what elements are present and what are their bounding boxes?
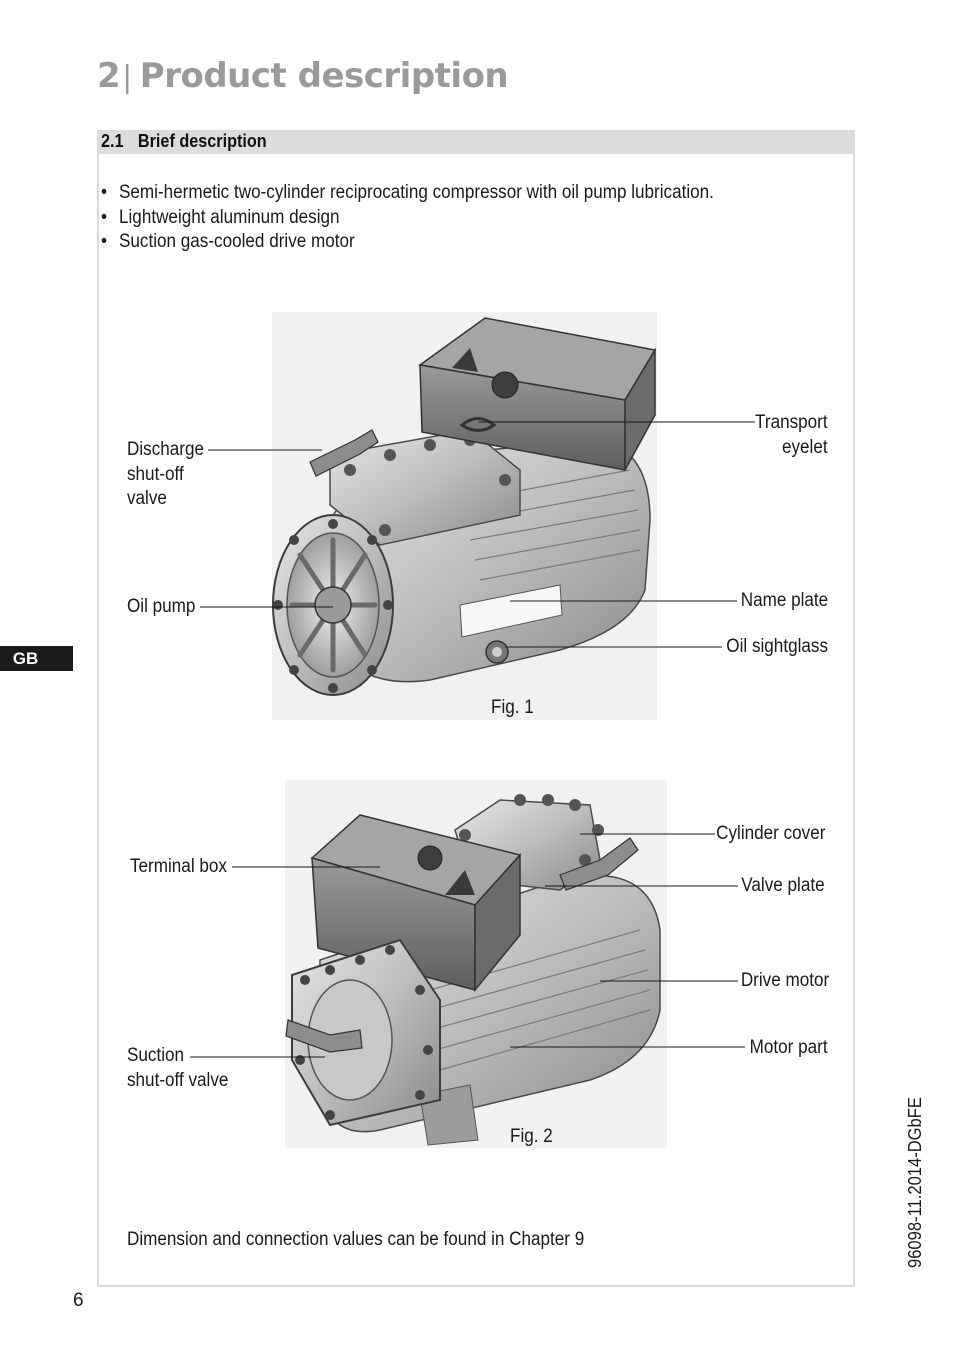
chapter-separator: | — [122, 60, 132, 95]
section-number: 2.1 — [101, 131, 124, 151]
label-oil-sightglass: Oil sightglass — [726, 636, 828, 657]
section-header-bar — [97, 130, 855, 154]
label-oil-pump: Oil pump — [127, 596, 196, 617]
list-item: •Suction gas-cooled drive motor — [101, 231, 355, 252]
section-heading: Brief description — [137, 131, 267, 151]
figure-1-leader-lines — [200, 421, 755, 648]
label-name-plate: Name plate — [740, 590, 828, 611]
figure-2-leader-lines — [190, 833, 745, 1058]
label-terminal-box: Terminal box — [130, 856, 227, 877]
chapter-heading: Product description — [139, 56, 509, 96]
section-title: 2.1 Brief description — [101, 131, 267, 152]
label-drive-motor: Drive motor — [740, 970, 829, 991]
feature-list: •Semi-hermetic two-cylinder reciprocatin… — [101, 181, 782, 255]
figure-1-drawing — [272, 312, 657, 720]
figure-1-caption: Fig. 1 — [491, 697, 534, 718]
footnote: Dimension and connection values can be f… — [127, 1229, 585, 1250]
chapter-number: 2 — [97, 56, 121, 96]
list-item: •Lightweight aluminum design — [101, 206, 340, 228]
label-discharge-shut-off-valve: Discharge shut-off valve — [127, 439, 204, 509]
label-suction-shut-off-valve: Suction shut-off valve — [127, 1045, 229, 1091]
label-cylinder-cover: Cylinder cover — [715, 823, 825, 844]
chapter-title: 2|Product description — [97, 56, 509, 96]
page-number: 6 — [73, 1290, 84, 1311]
label-valve-plate: Valve plate — [741, 875, 825, 896]
figure-2-drawing — [285, 780, 667, 1148]
list-item: •Semi-hermetic two-cylinder reciprocatin… — [101, 182, 714, 203]
document-code: 96098-11.2014-DGbFE — [905, 1097, 925, 1268]
figure-2-caption: Fig. 2 — [510, 1126, 553, 1147]
language-tab: GB — [0, 646, 73, 671]
label-motor-part: Motor part — [750, 1037, 828, 1058]
label-transport-eyelet: Transport eyelet — [755, 412, 828, 458]
